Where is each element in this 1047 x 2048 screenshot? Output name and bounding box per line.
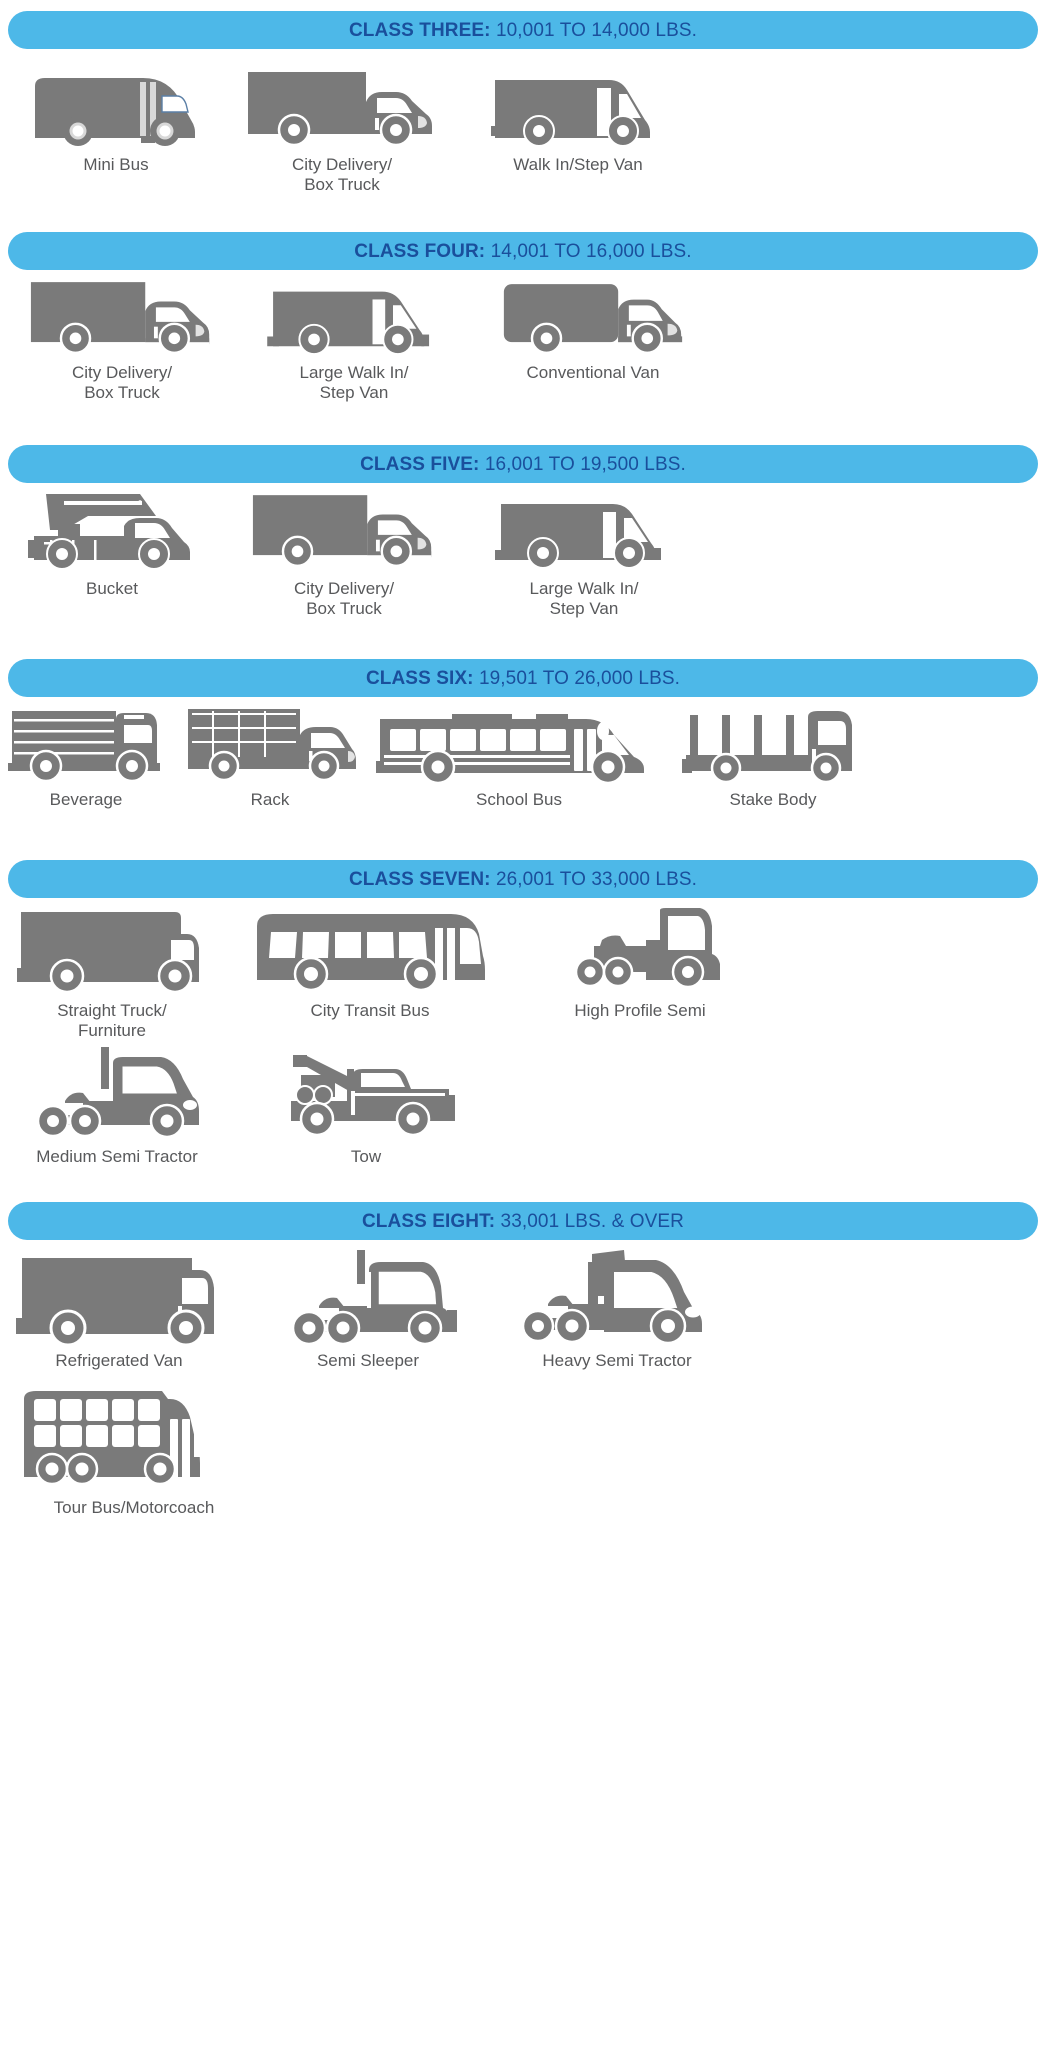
vehicle-tour-bus-motorcoach: Tour Bus/Motorcoach	[14, 1385, 254, 1518]
vehicle-label: Tour Bus/Motorcoach	[53, 1498, 215, 1517]
class-eight-row-1: Refrigerated Van	[0, 1248, 1047, 1371]
tow-truck-icon	[277, 1045, 455, 1140]
class-four-range: 14,001 TO 16,000 LBS.	[490, 240, 692, 262]
vehicle-refrigerated-van: Refrigerated Van	[14, 1248, 224, 1371]
class-six-title: CLASS SIX:	[365, 667, 474, 689]
vehicle-city-delivery-box-truck: City Delivery/ Box Truck	[246, 490, 442, 618]
vehicle-label: Heavy Semi Tractor	[542, 1351, 692, 1370]
vehicle-label: Semi Sleeper	[316, 1351, 420, 1370]
vehicle-label: Walk In/Step Van	[513, 155, 643, 174]
class-seven-title: CLASS SEVEN:	[348, 868, 491, 890]
mini-bus-icon	[31, 68, 201, 148]
straight-truck-icon	[17, 906, 207, 994]
class-three-range: 10,001 TO 14,000 LBS.	[495, 19, 698, 41]
vehicle-label: Stake Body	[729, 790, 817, 809]
vehicle-label: School Bus	[476, 790, 562, 809]
vehicle-rack: Rack	[180, 705, 360, 810]
class-five-banner: CLASS FIVE: 16,001 TO 19,500 LBS.	[8, 445, 1038, 483]
vehicle-label: Rack	[250, 790, 290, 809]
vehicle-label: Large Walk In/ Step Van	[529, 579, 639, 618]
class-six-range: 19,501 TO 26,000 LBS.	[478, 667, 681, 689]
vehicle-semi-sleeper: Semi Sleeper	[268, 1248, 468, 1371]
class-five-title: CLASS FIVE:	[360, 453, 480, 475]
vehicle-label: Large Walk In/ Step Van	[299, 363, 409, 402]
vehicle-label: City Delivery/ Box Truck	[71, 363, 173, 402]
class-four-banner: CLASS FOUR: 14,001 TO 16,000 LBS.	[8, 232, 1038, 270]
class-seven-row-2: Medium Semi Tractor	[0, 1045, 1047, 1167]
bucket-truck-icon	[28, 490, 196, 572]
class-four-title: CLASS FOUR:	[354, 240, 486, 262]
vehicle-label: High Profile Semi	[574, 1001, 706, 1020]
class-seven-banner-text: CLASS SEVEN: 26,001 TO 33,000 LBS.	[349, 870, 697, 889]
vehicle-label: City Delivery/ Box Truck	[291, 155, 393, 194]
class-seven-row-1: Straight Truck/ Furniture	[0, 906, 1047, 1040]
class-six-banner: CLASS SIX: 19,501 TO 26,000 LBS.	[8, 659, 1038, 697]
vehicle-city-transit-bus: City Transit Bus	[250, 906, 490, 1021]
box-truck-icon	[246, 68, 438, 148]
high-profile-semi-icon	[550, 906, 730, 994]
box-truck-icon	[29, 278, 215, 356]
vehicle-city-delivery-box-truck: City Delivery/ Box Truck	[242, 68, 442, 194]
vehicle-heavy-semi-tractor: Heavy Semi Tractor	[512, 1248, 722, 1371]
vehicle-beverage: Beverage	[6, 705, 166, 810]
class-five-range: 16,001 TO 19,500 LBS.	[484, 453, 686, 475]
semi-sleeper-icon	[277, 1248, 459, 1344]
class-four-row: City Delivery/ Box Truck	[0, 278, 1047, 402]
class-five-banner-text: CLASS FIVE: 16,001 TO 19,500 LBS.	[360, 455, 686, 474]
class-six-banner-text: CLASS SIX: 19,501 TO 26,000 LBS.	[366, 669, 680, 688]
vehicle-tow: Tow	[276, 1045, 456, 1167]
vehicle-school-bus: School Bus	[374, 705, 664, 810]
class-six-row: Beverage	[0, 705, 1047, 810]
box-truck-icon	[251, 490, 437, 572]
class-five-row: Bucket	[0, 490, 1047, 618]
vehicle-label: Tow	[350, 1147, 382, 1166]
vehicle-label: Bucket	[86, 579, 138, 598]
vehicle-walk-in-step-van: Walk In/Step Van	[478, 68, 678, 175]
vehicle-label: Refrigerated Van	[55, 1351, 183, 1370]
class-seven-range: 26,001 TO 33,000 LBS.	[495, 868, 698, 890]
vehicle-stake-body: Stake Body	[678, 705, 868, 810]
vehicle-label: City Transit Bus	[310, 1001, 430, 1020]
class-eight-row-2: Tour Bus/Motorcoach	[0, 1385, 1047, 1518]
vehicle-large-walk-in-step-van: Large Walk In/ Step Van	[256, 278, 452, 402]
school-bus-icon	[376, 705, 662, 783]
class-three-row: Mini Bus	[0, 68, 1047, 194]
refrigerated-van-icon	[16, 1248, 222, 1344]
vehicle-large-walk-in-step-van: Large Walk In/ Step Van	[486, 490, 682, 618]
class-eight-banner: CLASS EIGHT: 33,001 LBS. & OVER	[8, 1202, 1038, 1240]
conventional-van-icon	[500, 278, 686, 356]
tour-bus-icon	[18, 1385, 250, 1491]
large-step-van-icon	[495, 490, 673, 572]
vehicle-label: Medium Semi Tractor	[36, 1147, 198, 1166]
medium-semi-tractor-icon	[27, 1045, 207, 1140]
class-three-banner-text: CLASS THREE: 10,001 TO 14,000 LBS.	[349, 21, 697, 40]
class-seven-banner: CLASS SEVEN: 26,001 TO 33,000 LBS.	[8, 860, 1038, 898]
heavy-semi-tractor-icon	[522, 1248, 712, 1344]
class-eight-title: CLASS EIGHT:	[361, 1210, 496, 1232]
vehicle-mini-bus: Mini Bus	[26, 68, 206, 175]
vehicle-high-profile-semi: High Profile Semi	[530, 906, 750, 1021]
beverage-truck-icon	[8, 705, 164, 783]
vehicle-bucket: Bucket	[22, 490, 202, 599]
step-van-icon	[490, 68, 666, 148]
vehicle-medium-semi-tractor: Medium Semi Tractor	[12, 1045, 222, 1167]
class-eight-range: 33,001 LBS. & OVER	[500, 1210, 684, 1232]
class-three-banner: CLASS THREE: 10,001 TO 14,000 LBS.	[8, 11, 1038, 49]
class-four-banner-text: CLASS FOUR: 14,001 TO 16,000 LBS.	[354, 242, 691, 261]
vehicle-label: City Delivery/ Box Truck	[293, 579, 395, 618]
vehicle-label: Beverage	[49, 790, 123, 809]
large-step-van-icon	[265, 278, 443, 356]
vehicle-straight-truck-furniture: Straight Truck/ Furniture	[14, 906, 210, 1040]
class-three-title: CLASS THREE:	[348, 19, 491, 41]
vehicle-conventional-van: Conventional Van	[488, 278, 698, 383]
vehicle-label: Straight Truck/ Furniture	[57, 1001, 167, 1040]
transit-bus-icon	[253, 906, 487, 994]
vehicle-label: Conventional Van	[526, 363, 660, 382]
vehicle-label: Mini Bus	[83, 155, 149, 174]
stake-body-icon	[682, 705, 864, 783]
vehicle-city-delivery-box-truck: City Delivery/ Box Truck	[24, 278, 220, 402]
class-eight-banner-text: CLASS EIGHT: 33,001 LBS. & OVER	[362, 1212, 684, 1231]
rack-truck-icon	[184, 705, 356, 783]
